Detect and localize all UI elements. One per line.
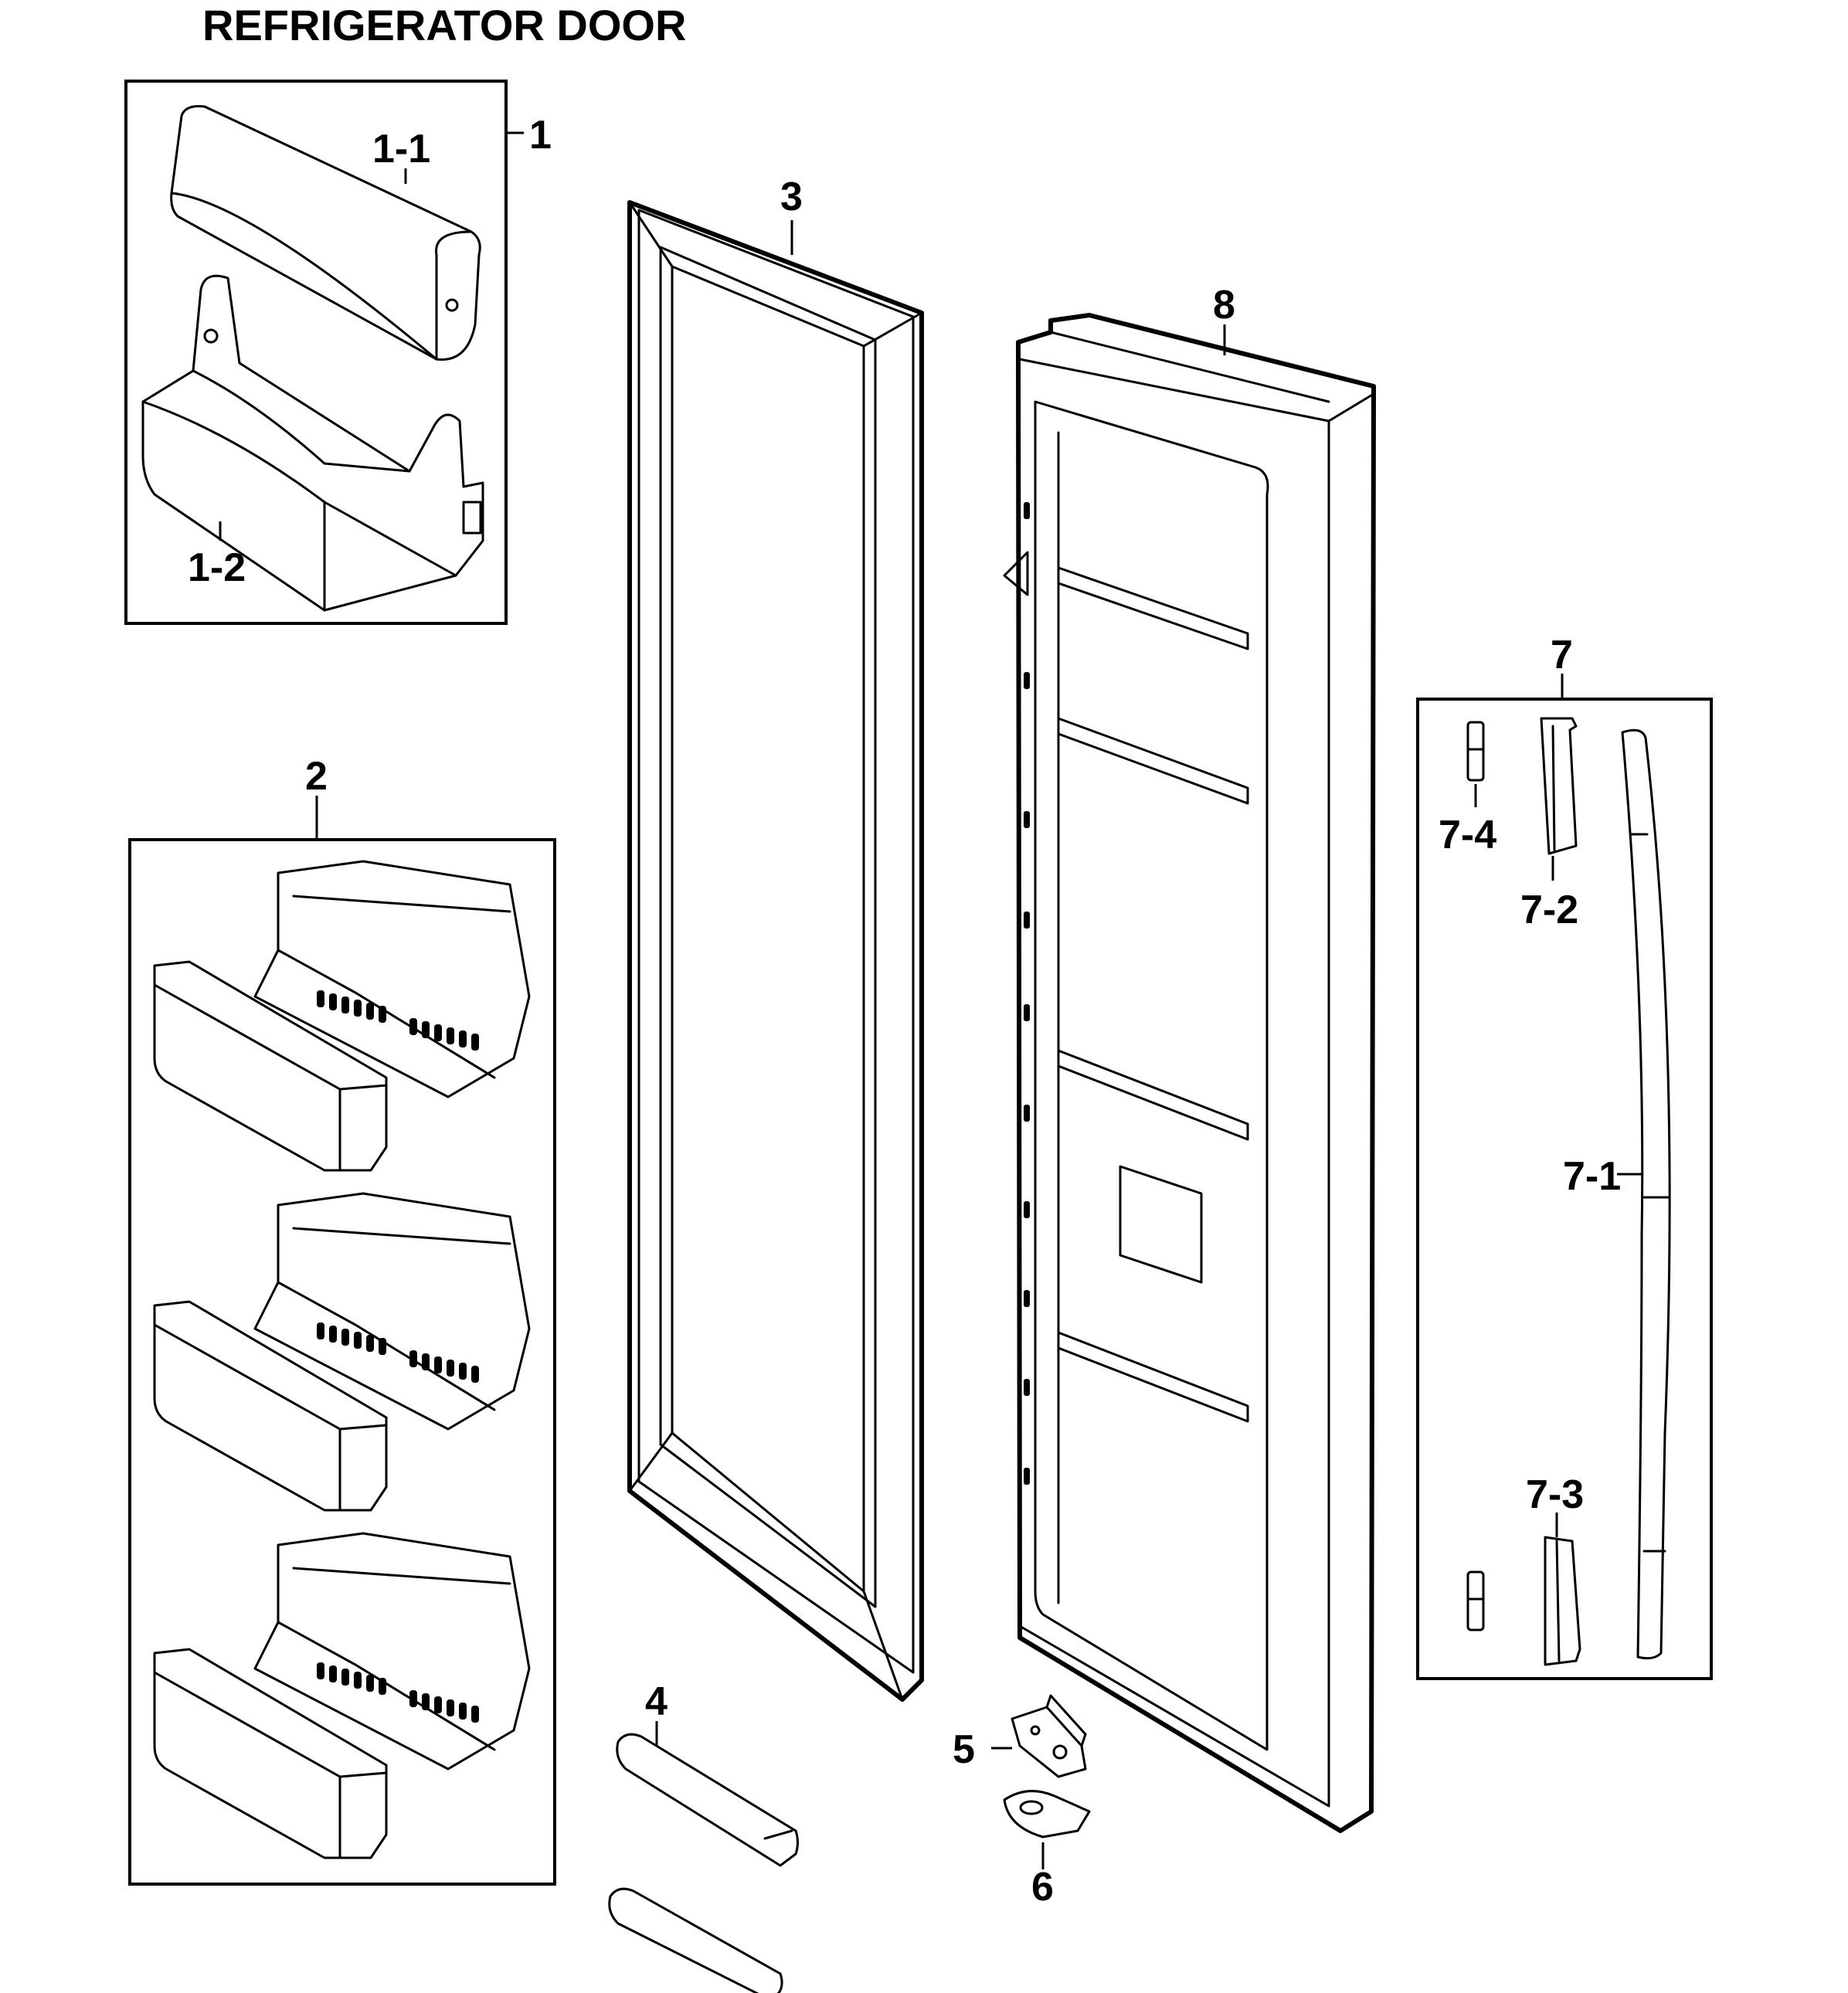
callout-3: 3 (780, 175, 803, 219)
part-7-4-clip-lower (1466, 1570, 1485, 1631)
group-2-box (128, 838, 556, 1886)
part-1-2-bin (141, 274, 484, 612)
part-7-2-bracket (1540, 717, 1578, 855)
guard-set-bottom (153, 1532, 531, 1859)
callout-7-4: 7-4 (1439, 813, 1496, 857)
callout-1-1: 1-1 (372, 127, 430, 171)
callout-1-2: 1-2 (188, 545, 246, 590)
guard-set-top (153, 860, 531, 1172)
part-3-door-gasket (627, 200, 924, 1702)
part-8-door-liner (1003, 313, 1376, 1833)
callout-6: 6 (1031, 1865, 1054, 1910)
group-7-handle-assembly: 7 7-4 7-2 7-1 7-3 (1416, 633, 1713, 1680)
diagram-title: REFRIGERATOR DOOR (202, 1, 686, 49)
callout-7: 7 (1551, 633, 1573, 677)
part-4-caps (608, 1733, 799, 1993)
callout-2: 2 (305, 754, 328, 799)
group-2-door-guards: 2 (128, 754, 556, 1886)
group-1-bin-and-cover: 1 1-1 1-2 (124, 80, 552, 625)
callout-7-1: 7-1 (1563, 1154, 1621, 1199)
callout-7-3: 7-3 (1526, 1472, 1584, 1517)
group-1-box (124, 80, 508, 625)
guard-set-middle (153, 1192, 531, 1512)
group-7-box (1416, 698, 1713, 1680)
part-5-hinge-bracket (1011, 1694, 1087, 1778)
callout-8: 8 (1213, 283, 1235, 328)
callout-7-2: 7-2 (1520, 888, 1578, 932)
part-7-3-bracket (1544, 1536, 1581, 1666)
callout-5: 5 (953, 1727, 975, 1772)
callout-4: 4 (645, 1679, 668, 1724)
part-7-1-handle (1621, 728, 1671, 1660)
part-1-1-cover (170, 105, 481, 361)
part-7-4-clip (1466, 721, 1485, 782)
callout-1: 1 (529, 113, 552, 158)
part-6-hinge-cap (1003, 1790, 1091, 1839)
